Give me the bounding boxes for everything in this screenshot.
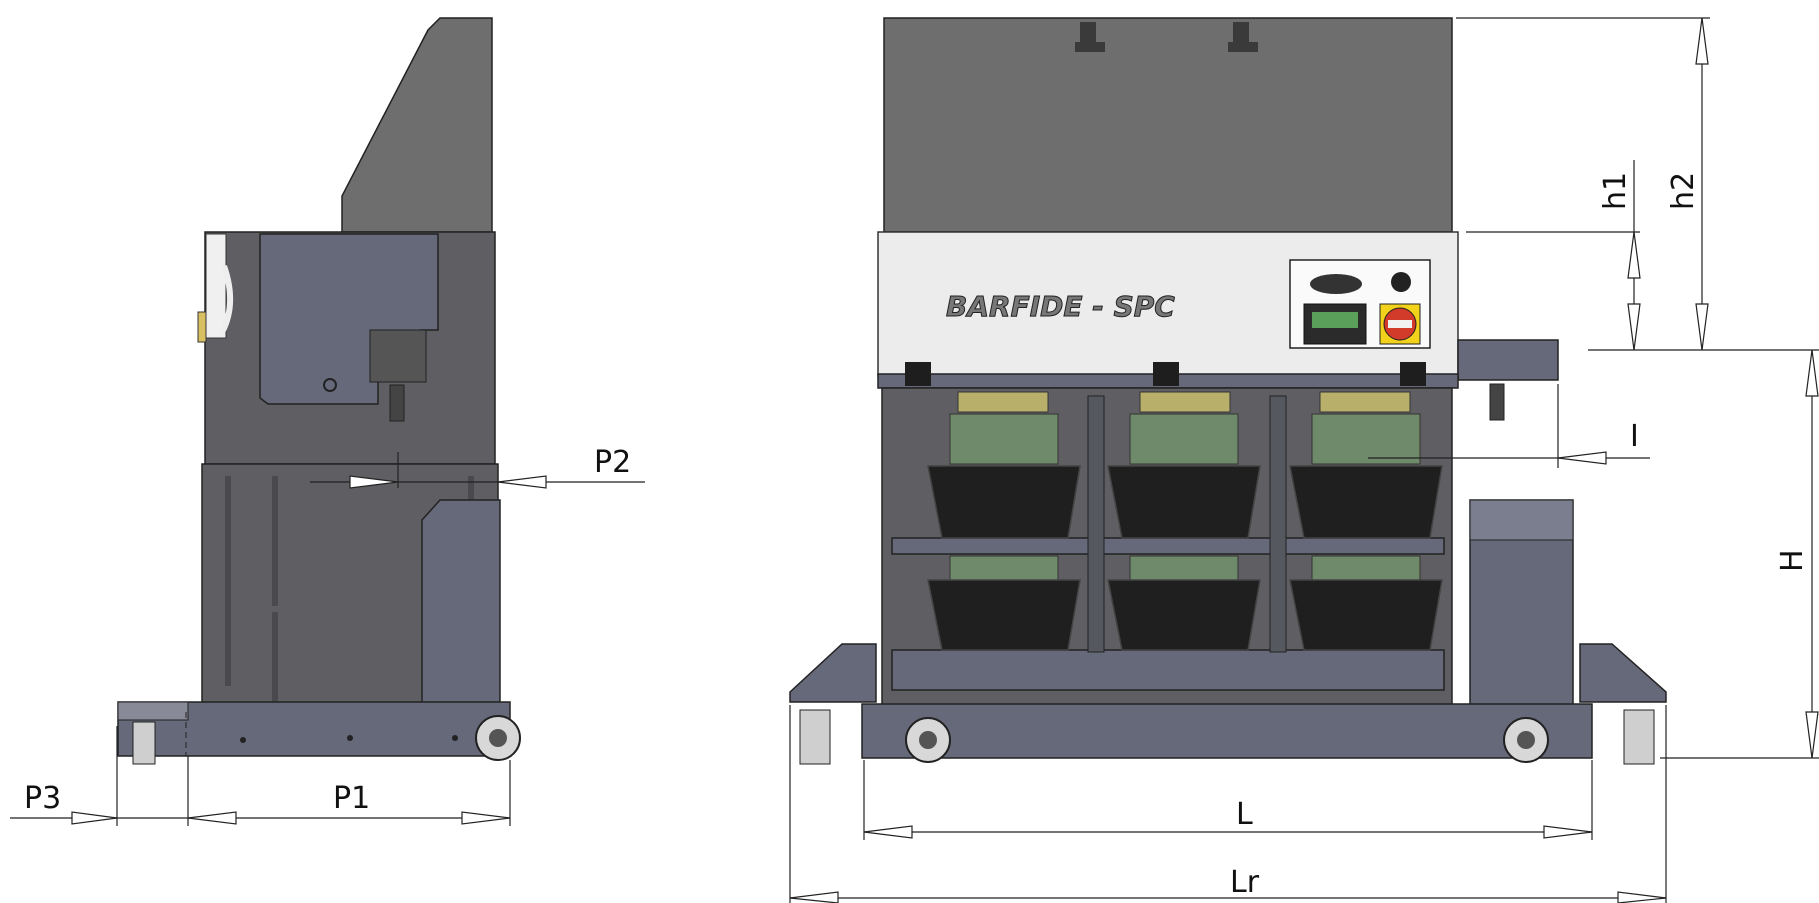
p3-label: P3 — [24, 781, 61, 816]
bin-2-tan-plate — [1139, 391, 1231, 413]
side-base-bolt-2 — [347, 735, 353, 741]
bin-1-green-plate — [949, 413, 1059, 465]
side-cover-box — [421, 499, 501, 707]
control-display — [1312, 312, 1358, 328]
bin-1-green-lower — [949, 555, 1059, 581]
side-yellow-tab — [197, 311, 207, 343]
lid-latch-left — [1080, 22, 1096, 42]
bin-1-upper — [927, 465, 1081, 539]
p1-arrow-right — [461, 811, 511, 825]
front-hopper-lid — [883, 17, 1453, 233]
lid-latch-right — [1233, 22, 1249, 42]
lr-arrow-left — [789, 891, 839, 903]
h-arrow-top — [1805, 349, 1819, 397]
control-knob — [1391, 272, 1411, 292]
side-base-lip — [117, 701, 189, 721]
lid-latch-right-base — [1228, 42, 1258, 52]
wheel-left-hub — [919, 731, 937, 749]
i-arrow — [1557, 451, 1607, 465]
lr-arrow-right — [1617, 891, 1667, 903]
side-motor-shaft — [389, 384, 405, 422]
bin-1-tan-plate — [957, 391, 1049, 413]
bin-2-lower — [1107, 579, 1261, 651]
wheel-right-hub — [1517, 731, 1535, 749]
bin-2-green-lower — [1129, 555, 1239, 581]
p2-label: P2 — [594, 445, 631, 480]
side-slot-3 — [272, 612, 278, 702]
side-wheel-hub — [489, 729, 507, 747]
front-shelf-bottom — [891, 649, 1445, 691]
front-side-bracket — [1457, 339, 1559, 381]
bin-2-upper — [1107, 465, 1261, 539]
side-hole — [323, 378, 337, 392]
column-divider-2 — [1269, 395, 1287, 653]
outrigger-left — [789, 643, 877, 703]
l-label: L — [1236, 797, 1253, 832]
side-handle — [217, 265, 234, 338]
side-slot-4 — [468, 476, 474, 516]
p3-arrow — [71, 811, 118, 825]
p1-arrow-left — [187, 811, 237, 825]
lr-label: Lr — [1230, 865, 1260, 900]
bin-3-green-plate — [1311, 413, 1421, 465]
bin-3-lower — [1289, 579, 1443, 651]
lid-latch-left-base — [1075, 42, 1105, 52]
brand-label: BARFIDE - SPC — [946, 290, 1175, 323]
p2-arrow-left — [349, 475, 399, 489]
l-arrow-right — [1543, 825, 1593, 839]
p1-label: P1 — [333, 781, 370, 816]
side-white-strip — [205, 233, 227, 339]
estop-bar — [1388, 320, 1412, 328]
rail-clamp-2 — [1153, 362, 1179, 386]
h-arrow-bottom — [1805, 711, 1819, 759]
bin-column-2 — [1107, 391, 1261, 651]
l-arrow-left — [863, 825, 913, 839]
rail-clamp-3 — [1400, 362, 1426, 386]
column-divider-1 — [1087, 395, 1105, 653]
h1-arrow-top — [1627, 231, 1641, 279]
h1-label: h1 — [1598, 172, 1633, 210]
side-view: P2 P3 P1 — [10, 17, 645, 826]
h2-arrow-top — [1695, 17, 1709, 65]
wheel-outer-left — [799, 709, 831, 765]
side-wheel-rear — [132, 721, 156, 765]
p2-arrow-right — [497, 475, 547, 489]
front-side-box-lid — [1469, 499, 1574, 541]
h1-arrow-bottom — [1627, 303, 1641, 351]
side-motor — [369, 329, 427, 383]
side-base-bolt-3 — [452, 735, 458, 741]
bin-1-lower — [927, 579, 1081, 651]
bin-3-upper — [1289, 465, 1443, 539]
i-label: I — [1630, 419, 1639, 454]
h2-label: h2 — [1666, 172, 1701, 210]
bin-3-green-lower — [1311, 555, 1421, 581]
bin-column-3 — [1289, 391, 1443, 651]
h2-arrow-bottom — [1695, 303, 1709, 351]
wheel-outer-right — [1623, 709, 1655, 765]
control-indicator — [1310, 274, 1362, 294]
side-base-bolt-1 — [240, 737, 246, 743]
outrigger-right — [1579, 643, 1667, 703]
front-motor-shaft — [1489, 383, 1505, 421]
rail-clamp-1 — [905, 362, 931, 386]
bin-3-tan-plate — [1319, 391, 1411, 413]
h-label: H — [1775, 549, 1810, 572]
front-base — [861, 703, 1593, 759]
front-view: BARFIDE - SPC — [789, 17, 1819, 903]
side-slot-1 — [225, 476, 231, 686]
bin-column-1 — [927, 391, 1081, 651]
side-hopper — [341, 17, 493, 233]
side-slot-2 — [272, 476, 278, 606]
front-shelf-mid — [891, 537, 1445, 555]
bin-2-green-plate — [1129, 413, 1239, 465]
